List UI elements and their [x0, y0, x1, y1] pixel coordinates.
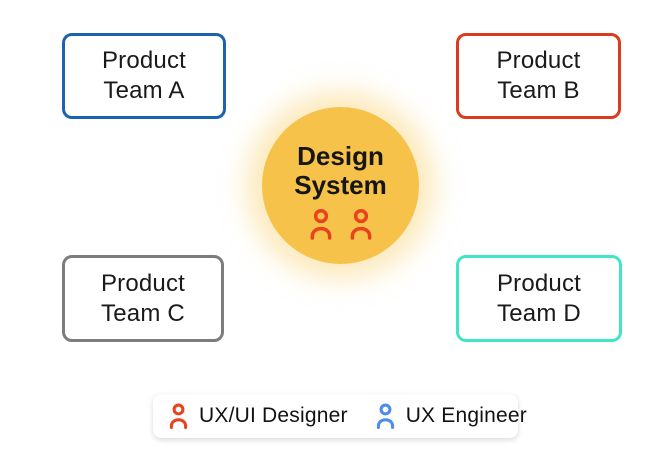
product-team-b-label: Product Team B	[496, 47, 581, 104]
product-team-c-label: Product Team C	[100, 269, 186, 327]
person-icon	[169, 403, 188, 430]
hub-member-icons	[307, 207, 375, 241]
legend-item-ux-ui-designer: UX/UI Designer	[167, 400, 348, 432]
hub-content: Design System	[294, 142, 387, 241]
person-icon	[350, 208, 371, 240]
legend-label-ux-engineer: UX Engineer	[405, 404, 527, 427]
person-icon	[376, 403, 394, 430]
product-team-a-box: Product Team A	[62, 33, 226, 119]
product-team-b-box: Product Team B	[456, 33, 621, 119]
product-team-a-label: Product Team A	[101, 47, 187, 104]
person-icon	[310, 208, 331, 240]
product-team-d-label: Product Team D	[496, 269, 582, 327]
legend-label-ux-ui-designer: UX/UI Designer	[199, 404, 348, 427]
legend: UX/UI Designer UX Engineer	[153, 394, 527, 438]
design-system-title: Design System	[294, 141, 387, 200]
product-team-d-box: Product Team D	[456, 255, 622, 342]
product-team-c-box: Product Team C	[62, 255, 224, 342]
legend-item-ux-engineer: UX Engineer	[374, 400, 527, 432]
design-system-hub: Design System	[262, 107, 419, 264]
